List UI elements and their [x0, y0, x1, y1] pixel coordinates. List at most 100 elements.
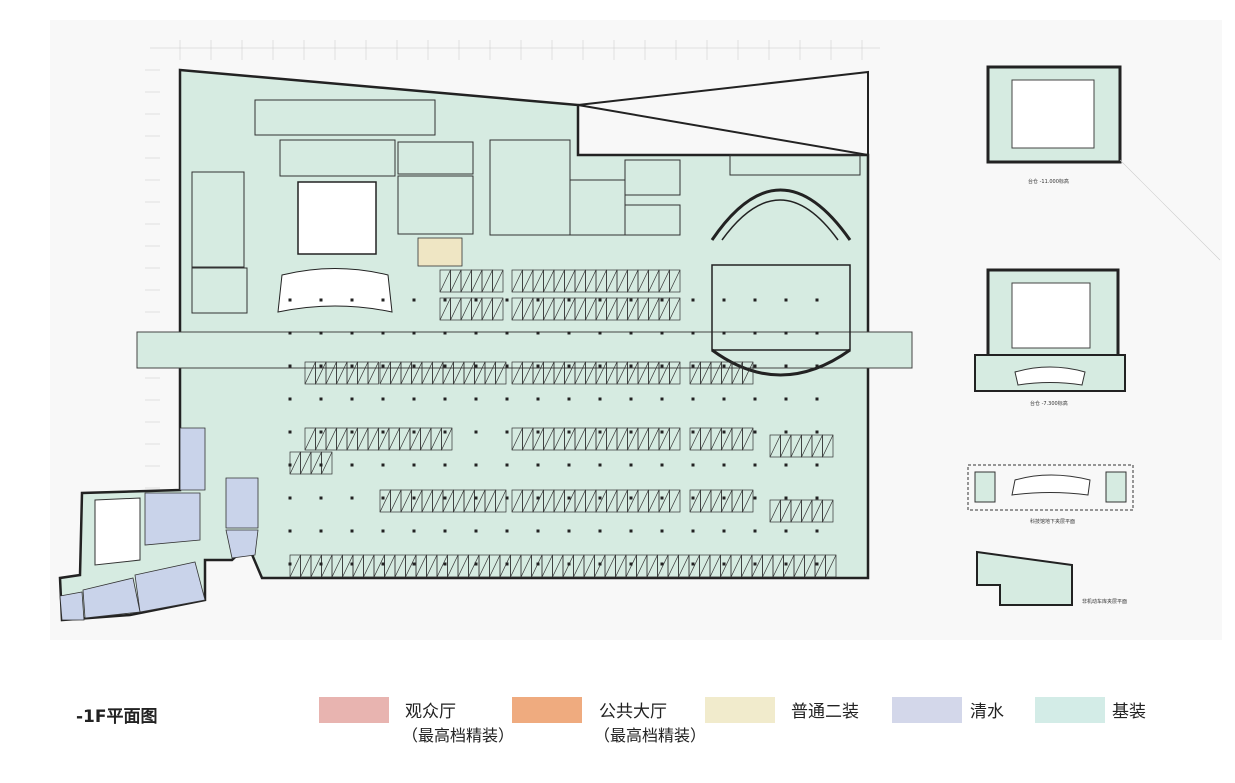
- column: [412, 397, 416, 401]
- column: [691, 298, 695, 302]
- parking-stall-diagonal: [489, 554, 501, 578]
- column: [722, 463, 726, 467]
- column: [629, 298, 633, 302]
- column: [319, 463, 323, 467]
- parking-stall-diagonal: [442, 489, 454, 513]
- column: [784, 364, 788, 368]
- parking-stall-diagonal: [450, 269, 462, 293]
- parking-stall-diagonal: [585, 489, 597, 513]
- parking-stall-diagonal: [564, 427, 576, 451]
- column: [691, 463, 695, 467]
- parking-stall-diagonal: [409, 427, 421, 451]
- parking-stall-diagonal: [432, 489, 444, 513]
- parking-stall-diagonal: [595, 269, 607, 293]
- parking-stall-diagonal: [669, 361, 681, 385]
- parking-stall-diagonal: [336, 361, 348, 385]
- parking-stall-diagonal: [700, 427, 712, 451]
- column: [319, 496, 323, 500]
- parking-stall-diagonal: [721, 489, 733, 513]
- parking-stall-diagonal: [700, 361, 712, 385]
- column: [474, 430, 478, 434]
- column: [815, 496, 819, 500]
- parking-stall-diagonal: [553, 297, 565, 321]
- parking-stall: [669, 427, 681, 451]
- parking-stall-diagonal: [373, 554, 385, 578]
- column: [722, 298, 726, 302]
- parking-stall-diagonal: [627, 427, 639, 451]
- column: [288, 430, 292, 434]
- parking-stall-diagonal: [648, 297, 660, 321]
- column: [629, 463, 633, 467]
- column: [319, 562, 323, 566]
- parking-stall-diagonal: [481, 297, 493, 321]
- parking-stall-diagonal: [471, 269, 483, 293]
- column: [567, 562, 571, 566]
- column: [505, 529, 509, 533]
- parking-stall-diagonal: [616, 269, 628, 293]
- structural-columns: [288, 298, 819, 566]
- parking-stall-diagonal: [420, 427, 432, 451]
- column: [381, 331, 385, 335]
- column: [412, 529, 416, 533]
- column: [381, 529, 385, 533]
- parking-stall-diagonal: [801, 434, 813, 458]
- column: [443, 298, 447, 302]
- parking-stall-diagonal: [562, 554, 574, 578]
- column: [629, 529, 633, 533]
- parking-stall-diagonal: [439, 269, 451, 293]
- parking-stall-diagonal: [543, 361, 555, 385]
- parking-stall-diagonal: [615, 554, 627, 578]
- parking-stall: [669, 269, 681, 293]
- parking-stall-diagonal: [822, 499, 834, 523]
- parking-stall-diagonal: [583, 554, 595, 578]
- column: [567, 529, 571, 533]
- parking-stall-diagonal: [574, 427, 586, 451]
- column: [288, 331, 292, 335]
- parking-stall-diagonal: [606, 361, 618, 385]
- column: [567, 496, 571, 500]
- legend-label-basic: 基装: [1112, 702, 1146, 722]
- column: [815, 562, 819, 566]
- column: [753, 562, 757, 566]
- column: [629, 397, 633, 401]
- column: [567, 331, 571, 335]
- column: [474, 397, 478, 401]
- theatre-seating: [277, 268, 393, 313]
- parking-stall-diagonal: [543, 489, 555, 513]
- parking-stall-diagonal: [814, 554, 826, 578]
- column: [598, 364, 602, 368]
- parking-stall-diagonal: [390, 361, 402, 385]
- column: [660, 496, 664, 500]
- parking-stall-diagonal: [495, 361, 507, 385]
- parking-stall: [669, 489, 681, 513]
- column: [660, 331, 664, 335]
- parking-stall-diagonal: [400, 489, 412, 513]
- parking-stall-diagonal: [436, 554, 448, 578]
- column: [722, 562, 726, 566]
- column: [660, 463, 664, 467]
- parking-stall-diagonal: [405, 554, 417, 578]
- parking-stall-diagonal: [689, 361, 701, 385]
- parking-stall-diagonal: [357, 427, 369, 451]
- parking-stall-diagonal: [710, 427, 722, 451]
- parking-stall-diagonal: [574, 361, 586, 385]
- parking-stall-diagonal: [532, 489, 544, 513]
- parking-stall-diagonal: [616, 427, 628, 451]
- column: [691, 562, 695, 566]
- column: [753, 529, 757, 533]
- column: [474, 496, 478, 500]
- parking-stall-diagonal: [606, 489, 618, 513]
- parking-stall-diagonal: [564, 269, 576, 293]
- column: [350, 331, 354, 335]
- column: [350, 298, 354, 302]
- parking-stall-diagonal: [585, 361, 597, 385]
- parking-stall-diagonal: [646, 554, 658, 578]
- parking-stall: [742, 489, 754, 513]
- parking-stall-diagonal: [658, 269, 670, 293]
- parking-stall-diagonal: [678, 554, 690, 578]
- column: [350, 430, 354, 434]
- legend-label-clear: 清水: [970, 702, 1004, 722]
- parking-stall-diagonal: [352, 554, 364, 578]
- parking-stall-diagonal: [484, 489, 496, 513]
